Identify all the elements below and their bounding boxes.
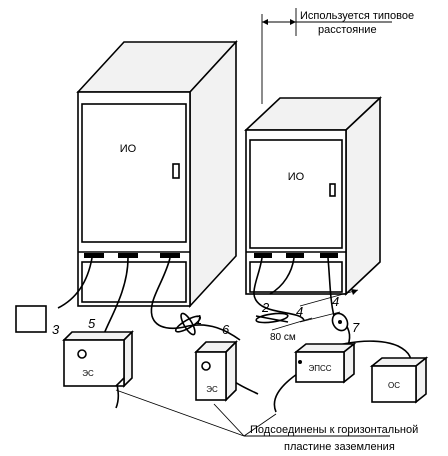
device-os-label: ОС — [388, 381, 400, 390]
callout-1: 1 — [195, 312, 202, 327]
callout-4b: 4 — [332, 294, 339, 309]
distance-arrows — [271, 289, 359, 331]
device-epss: ЭПСС — [293, 342, 357, 384]
device-epss-label: ЭПСС — [308, 364, 331, 373]
device-es-right: ЭС — [194, 340, 238, 402]
callouts: 1 2 3 4 4 5 6 7 80 см — [52, 294, 360, 343]
device-es-left: ЭС — [62, 330, 134, 388]
ferrite-choke-2 — [255, 312, 289, 324]
callout-3: 3 — [52, 322, 60, 337]
distance-label-line1: Используется типовое — [300, 10, 414, 22]
cabinet-left: ИО — [76, 39, 238, 309]
cabinet-left-label: ИО — [120, 143, 137, 155]
cabinet-right: ИО — [243, 96, 383, 296]
grounding-label-line2: пластине заземления — [284, 441, 395, 453]
callout-2: 2 — [261, 300, 270, 315]
grounding-leaders: Подсоединены к горизонтальной пластине з… — [115, 389, 418, 453]
auxiliary-box — [15, 305, 47, 333]
callout-4a: 4 — [296, 304, 303, 319]
device-es-left-label: ЭС — [82, 369, 94, 378]
cabinet-right-label: ИО — [288, 171, 305, 183]
device-os: ОС — [369, 356, 429, 404]
cable-length-label: 80 см — [270, 332, 296, 343]
callout-7: 7 — [352, 320, 360, 335]
device-es-right-label: ЭС — [206, 385, 218, 394]
callout-5: 5 — [88, 316, 96, 331]
grounding-label-line1: Подсоединены к горизонтальной — [250, 424, 418, 436]
ferrite-choke-1 — [174, 312, 202, 336]
distance-label-line2: расстояние — [318, 24, 377, 36]
callout-6: 6 — [222, 322, 230, 337]
current-clamp — [331, 312, 349, 332]
distance-annotation: Используется типовое расстояние — [261, 8, 414, 104]
